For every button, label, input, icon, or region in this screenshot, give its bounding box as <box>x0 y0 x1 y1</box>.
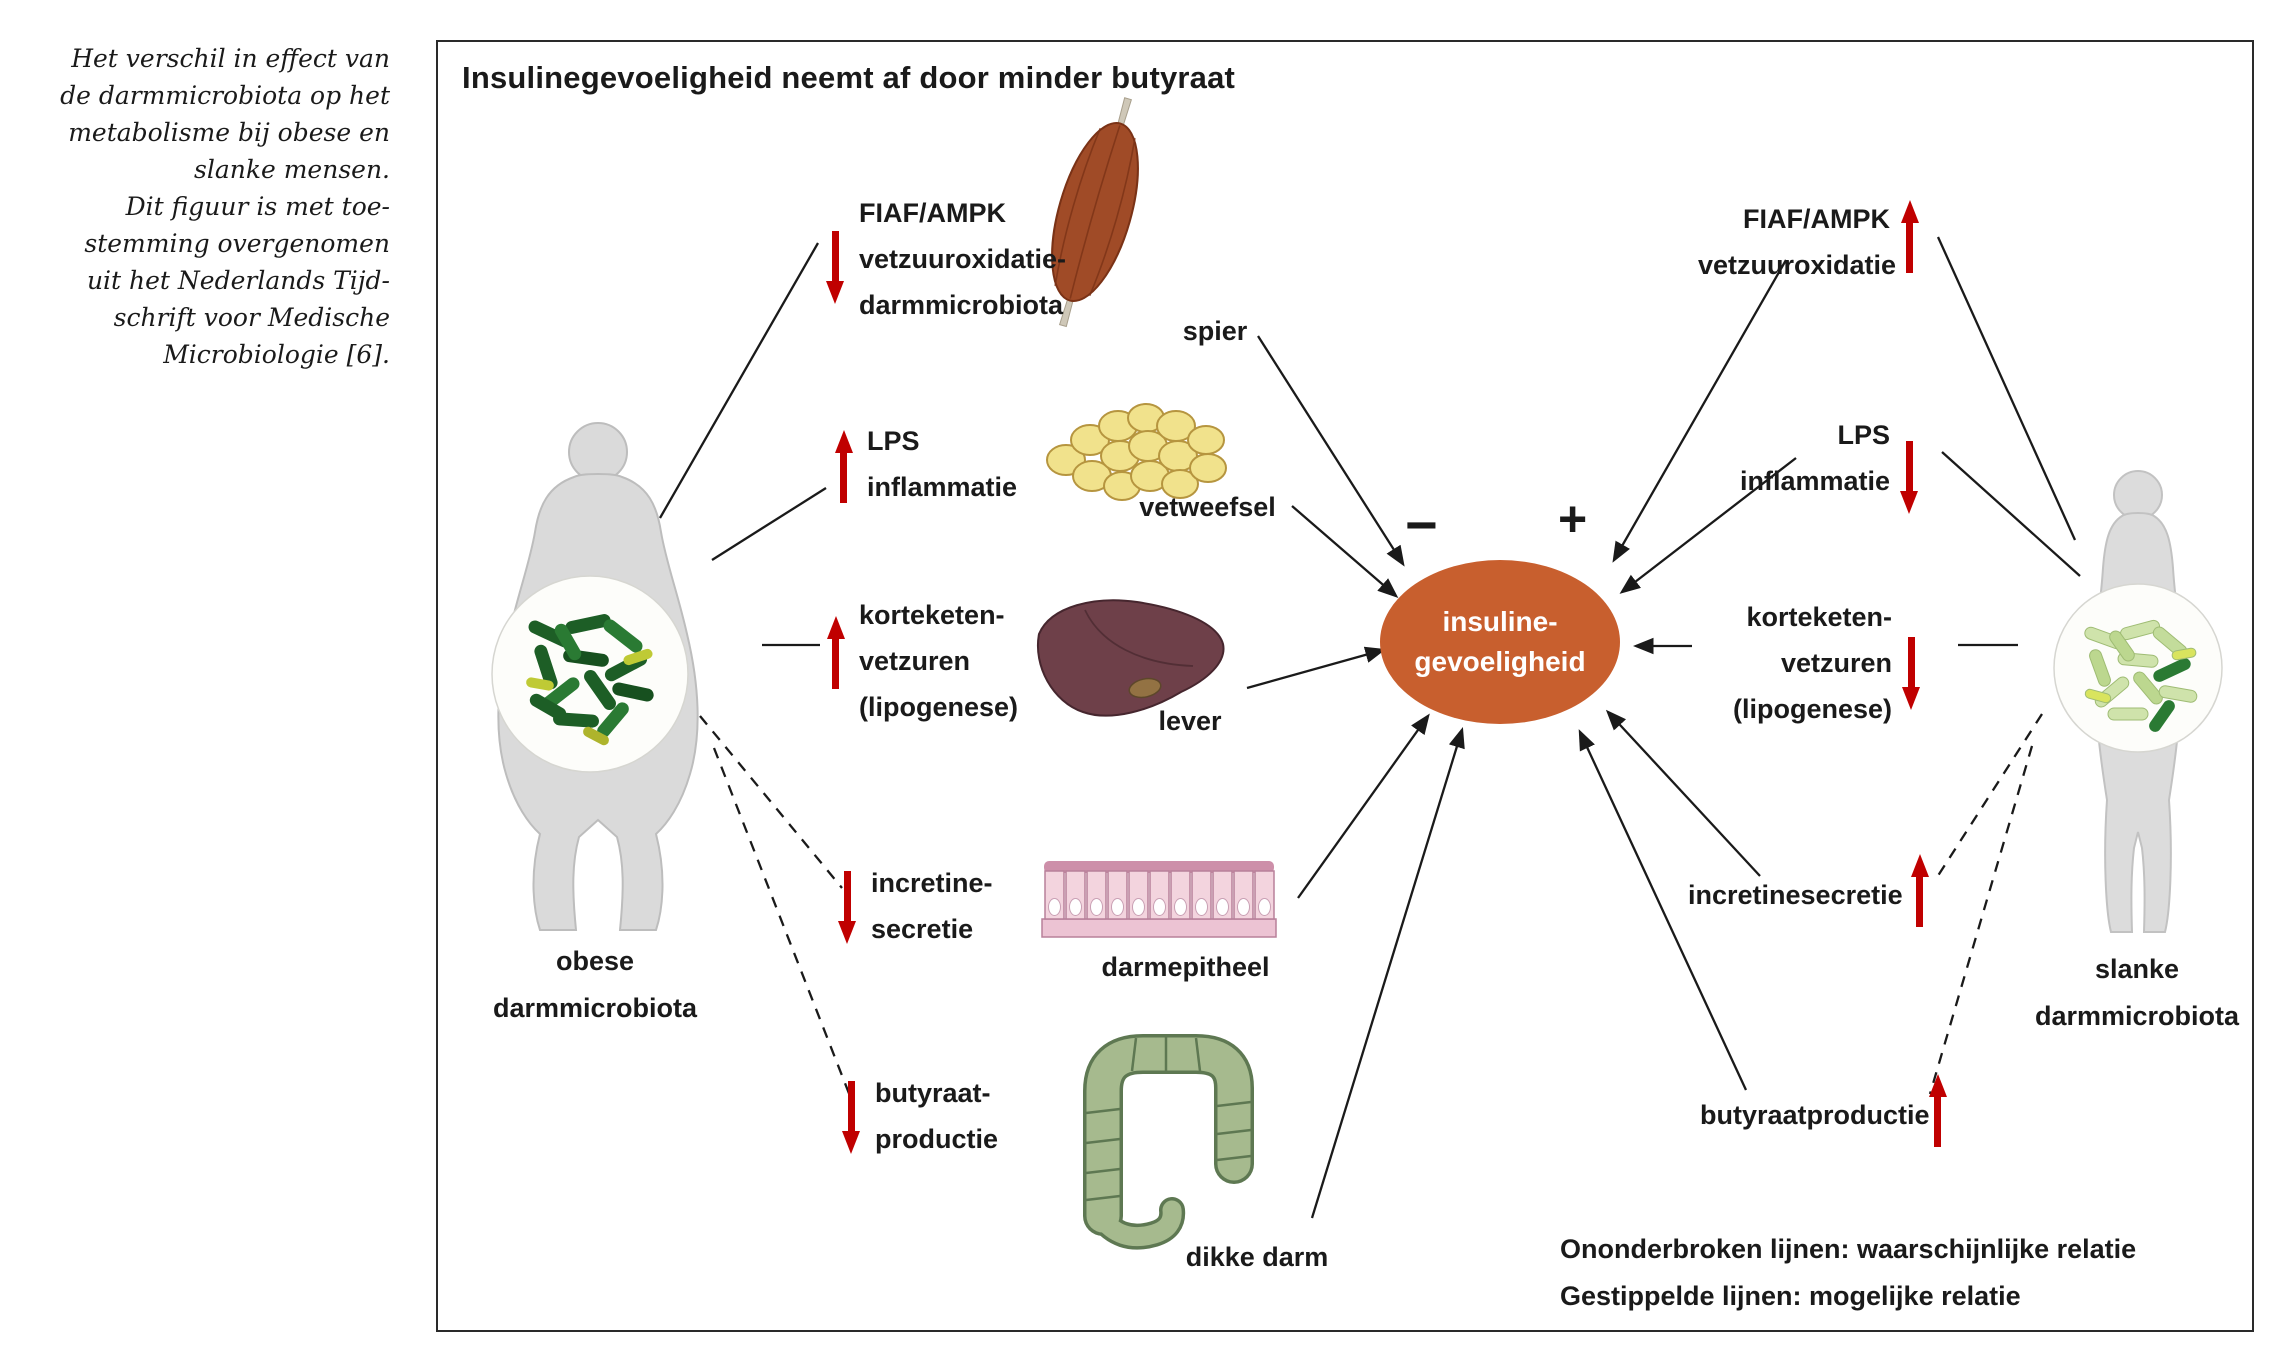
caption-line: Dit figuur is met toe- <box>125 192 390 221</box>
gut-epithelium-illustration <box>1038 855 1288 955</box>
muscle-illustration <box>995 85 1195 340</box>
legend-solid-lines: Ononderbroken lijnen: waarschijnlijke re… <box>1560 1234 2137 1264</box>
caption-line: de darmmicrobiota op het <box>60 81 390 110</box>
caption-line: uit het Nederlands Tijd- <box>86 266 390 295</box>
plus-sign: + <box>1558 491 1588 547</box>
factor-scfa-right: korteketen- vetzuren (lipogenese) <box>1700 594 1921 732</box>
muscle-label: spier <box>1182 316 1248 346</box>
red-down-arrow-icon <box>1902 634 1921 712</box>
red-up-arrow-icon <box>1928 1072 1947 1150</box>
caption-line: Microbiologie [6]. <box>163 340 390 369</box>
obese-microbiota-label: obese darmmicrobiota <box>492 946 698 1023</box>
colon-illustration <box>1058 1016 1273 1256</box>
red-down-arrow-icon <box>1900 438 1919 516</box>
red-up-arrow-icon <box>1910 852 1929 930</box>
factor-incretin-left: incretine- secretie <box>838 860 993 952</box>
red-down-arrow-icon <box>842 1078 861 1156</box>
caption-line: stemming overgenomen <box>84 229 390 258</box>
fat-tissue-label: vetweefsel <box>1139 492 1276 522</box>
factor-butyrate-right: butyraatproductie <box>1700 1074 1947 1150</box>
factor-fiaf-ampk-right: FIAF/AMPK vetzuuroxidatie <box>1698 196 1919 288</box>
red-up-arrow-icon <box>834 428 853 506</box>
colon-label: dikke darm <box>1185 1242 1329 1272</box>
figure-caption: Het verschil in effect van de darmmicrob… <box>48 40 390 373</box>
red-up-arrow-icon <box>826 614 845 692</box>
liver-illustration <box>1025 592 1235 732</box>
fat-tissue-illustration <box>1030 398 1245 508</box>
insulin-sensitivity-line1: insuline- <box>1442 606 1558 637</box>
factor-lps-left: LPS inflammatie <box>834 418 1017 510</box>
caption-line: Het verschil in effect van <box>71 44 390 73</box>
factor-butyrate-left: butyraat- productie <box>842 1070 998 1162</box>
insulin-sensitivity-line2: gevoeligheid <box>1414 646 1586 677</box>
caption-line: schrift voor Medische <box>113 303 390 332</box>
red-down-arrow-icon <box>826 228 845 306</box>
liver-label: lever <box>1158 706 1222 736</box>
factor-scfa-left: korteketen- vetzuren (lipogenese) <box>826 592 1018 730</box>
slim-microbiota <box>2052 582 2224 754</box>
caption-line: slanke mensen. <box>194 155 390 184</box>
slim-microbiota-label: slanke darmmicrobiota <box>2034 954 2240 1031</box>
gut-epithelium-label: darmepitheel <box>1101 952 1270 982</box>
insulin-sensitivity-node: insuline- gevoeligheid <box>1380 560 1620 724</box>
diagram-title: Insulinegevoeligheid neemt af door minde… <box>462 60 1236 95</box>
factor-lps-right: LPS inflammatie <box>1698 412 1919 516</box>
red-up-arrow-icon <box>1900 198 1919 276</box>
legend: Ononderbroken lijnen: waarschijnlijke re… <box>1560 1226 2136 1320</box>
red-down-arrow-icon <box>838 868 857 946</box>
factor-fiaf-ampk-left: FIAF/AMPK vetzuuroxidatie- darmmicrobiot… <box>826 190 1066 328</box>
legend-dashed-lines: Gestippelde lijnen: mogelijke relatie <box>1560 1281 2021 1311</box>
minus-sign: − <box>1405 493 1438 556</box>
factor-incretin-right: incretinesecretie <box>1688 854 1929 930</box>
caption-line: metabolisme bij obese en <box>68 118 390 147</box>
obese-microbiota <box>488 572 693 777</box>
